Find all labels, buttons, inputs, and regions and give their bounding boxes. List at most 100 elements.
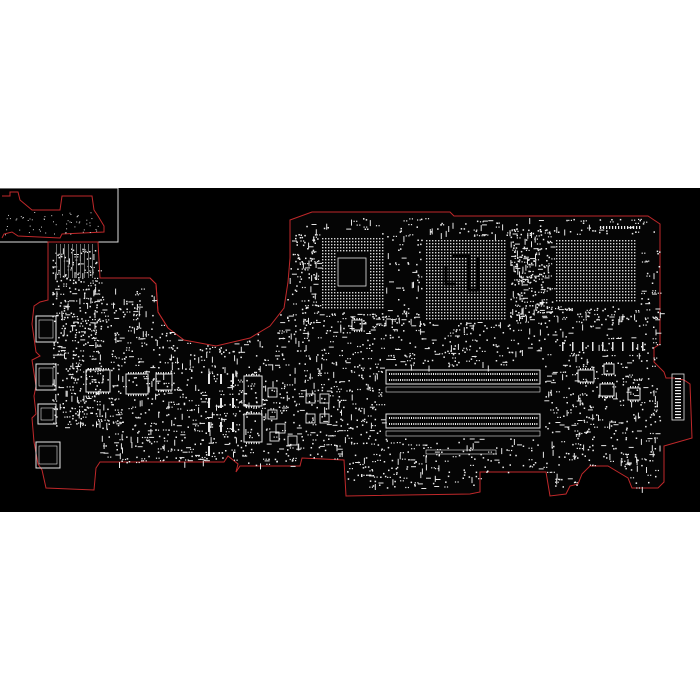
passive-component [82,422,84,425]
trace-segment [94,323,96,330]
bga-pad [325,292,327,294]
smd-pad [484,350,486,352]
passive-component [465,223,467,225]
smd-pad [558,391,560,393]
passive-component [343,406,345,409]
bga-pad [373,298,375,300]
passive-component [623,315,625,318]
smd-pad [342,399,344,401]
smd-pad [553,258,556,260]
passive-component [163,393,166,395]
bga-pad [426,243,428,245]
bga-pad [325,295,327,297]
passive-component [232,350,234,353]
smd-pad [320,337,322,339]
passive-component [573,354,575,356]
passive-component [291,460,294,462]
smd-pad [168,347,170,349]
bga-pad [367,244,369,246]
passive-component [325,408,328,410]
bga-pad [352,244,354,246]
passive-component [598,394,600,397]
passive-component [77,414,79,416]
smd-pad [288,364,290,366]
trace-segment [601,445,607,447]
smd-pad [536,252,538,254]
smd-pad [170,450,172,452]
smd-pad [101,420,103,422]
trace-segment [333,331,339,333]
smd-component [146,439,150,441]
passive-component [305,324,308,326]
bga-pad [438,249,440,251]
passive-component [572,404,574,406]
smd-pad [189,342,192,344]
passive-component [88,288,90,291]
smd-component [406,356,411,358]
bga-chip-left[interactable] [322,238,384,309]
component-layer [52,218,665,493]
smd-pad [280,397,282,399]
bga-pad [450,240,452,242]
smd-pad [655,469,657,472]
passive-component [82,411,84,413]
passive-component [341,419,344,422]
bga-pad [322,274,324,276]
smd-pad [587,227,589,229]
bga-pad [331,277,333,279]
passive-component [556,339,559,341]
pcb-canvas[interactable] [0,188,700,512]
bga-pad [379,262,381,264]
passive-component [349,463,351,465]
passive-component [637,459,639,462]
bga-pad [504,246,506,248]
passive-component [548,231,551,233]
bga-pad [343,304,345,306]
bga-chip-center[interactable] [426,240,506,320]
smd-pad [641,261,644,263]
passive-component [414,483,416,486]
smd-component [94,371,99,373]
smd-component [354,352,359,354]
passive-component [592,438,594,441]
passive-component [462,477,464,479]
trace-segment [305,267,311,269]
smd-component [128,408,133,410]
smd-component [90,282,94,284]
passive-component [566,308,568,311]
passive-component [162,421,164,423]
passive-component [383,461,386,463]
smd-pad [335,335,337,337]
passive-component [574,456,576,458]
smd-pad [373,373,375,375]
smd-pad [77,369,79,371]
trace-segment [609,423,611,430]
passive-component [517,342,520,345]
inset-component [97,225,99,227]
passive-component [72,386,74,388]
smd-pad [100,270,102,272]
bga-pad [349,250,351,252]
passive-component [76,423,78,425]
smd-component [590,406,594,408]
passive-component [425,456,427,458]
bga-pad [328,250,330,252]
bga-pad [322,292,324,294]
smd-pad [74,316,76,318]
trace-segment [60,350,66,351]
smd-pad [219,425,221,427]
bga-pad [325,250,327,252]
passive-component [57,341,59,344]
passive-component [380,476,382,478]
trace-segment [64,352,65,359]
smd-pad [576,447,578,449]
smd-pad [529,234,531,236]
trace-segment [351,219,352,226]
bga-pad [459,240,461,242]
passive-component [633,378,636,381]
smd-pad [547,240,549,242]
smd-component [75,362,80,364]
bga-pad [438,246,440,248]
passive-component [511,351,514,354]
smd-component [96,404,101,406]
